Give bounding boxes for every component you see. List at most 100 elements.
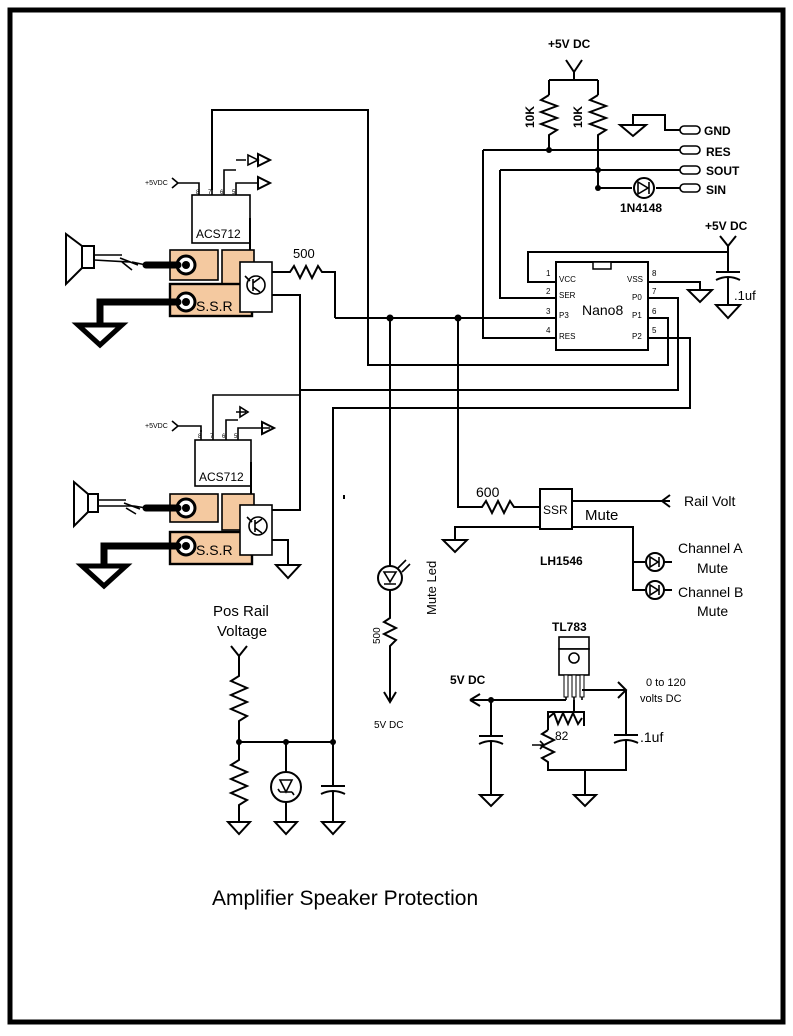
led-circle [377,565,403,591]
mute-led [377,559,411,591]
phototransistor [248,516,268,536]
nano8-pin-num: 5 [652,326,657,335]
supply-top-label: +5V DC [548,37,591,51]
connector-res [679,145,701,155]
junction-dot [236,739,242,745]
acs712-chip [191,194,251,244]
terminal-screw [182,298,190,306]
mute-label: Mute [585,507,618,524]
channel-b-diode [645,580,665,600]
acs-pin-num: 6 [220,190,224,196]
channel-a-diode [645,552,665,572]
acs-pin-num: 7 [208,190,212,196]
nano8-pin-label: VSS [627,275,643,284]
nano8-pin-num: 6 [652,307,657,316]
terminal-screw [182,504,190,512]
regulator-lead [563,674,569,698]
nano8-name: Nano8 [582,302,623,318]
sout-label: SOUT [706,164,740,178]
regulator-lead [579,674,585,698]
tl783-regulator [558,636,590,700]
nano8-pin-label: SER [559,291,576,300]
mute-led-label: Mute Led [424,561,439,615]
capacitor-rail [319,742,347,836]
channel-a-label: Channel A [678,540,743,556]
r500-top-label: 500 [293,246,315,261]
in-voltage-label: volts DC [640,693,682,705]
r500-led-label: 500 [372,627,383,644]
tl783-label: TL783 [552,620,587,634]
acs712-module-2: ACS712 8 7 6 5 +5VDC S.S.R [145,394,300,566]
res-label: RES [706,145,731,159]
lh1546-ssr: SSR [539,488,573,530]
nano8-pin-num: 7 [652,287,657,296]
terminal-screw [182,542,190,550]
speaker-icon [65,232,147,287]
diagram-border [7,7,786,1025]
regulator-hole [568,652,580,664]
channel-a-label: Mute [697,560,728,576]
diode-1n4148 [633,177,655,199]
speaker-icon [73,479,147,529]
nano8-pin-num: 8 [652,269,657,278]
vdc-small-label: +5VDC [145,423,168,430]
acs-pin-num: 5 [234,434,238,440]
nano8-pin-label: VCC [559,275,576,284]
ground-symbol [71,322,129,349]
regulator-tab [558,636,590,650]
nano8-pin-label: P0 [632,293,642,302]
nano8-chip: Nano8 VCC SER P3 RES 1 2 3 4 VSS P0 P1 P… [546,261,657,351]
speaker-magnet [87,493,99,513]
nano8-body [555,261,649,351]
r10k-a-label: 10K [523,106,537,128]
zener-circle [270,771,302,803]
diode-circle [645,552,665,572]
diode-circle [645,580,665,600]
r10k-b-label: 10K [571,106,585,128]
rail-volt-label: Rail Volt [684,493,735,509]
ssr-label: S.S.R [196,542,233,558]
acs712-label: ACS712 [199,470,244,484]
diode-label: 1N4148 [620,201,662,215]
nano8-pin-label: P1 [632,311,642,320]
sin-label: SIN [706,183,726,197]
gnd-label: GND [704,124,731,138]
speaker-magnet [81,245,95,269]
acs712-label: ACS712 [196,227,241,241]
connector-gnd [679,125,701,135]
acs-pin-num: 5 [232,190,236,196]
nano8-pin-label: P2 [632,332,642,341]
vdc-small-label: +5VDC [145,180,168,187]
nano8-pin-num: 4 [546,326,551,335]
connector-sout [679,165,701,175]
gnd-symbol [617,114,680,138]
supply-nano-label: +5V DC [705,219,748,233]
nano8-notch [592,261,612,270]
nano8-pin-num: 1 [546,269,551,278]
acs-pin-num: 8 [196,190,200,196]
terminal-screw [182,261,190,269]
nano8-pin-num: 3 [546,307,551,316]
channel-b-label: Mute [697,603,728,619]
ssr-mute-label: SSR [543,503,568,517]
nano8-pin-num: 2 [546,287,551,296]
ssr-label: S.S.R [196,298,233,314]
regulator-lead [571,674,577,698]
lh1546-label: LH1546 [540,554,583,568]
v5-led-label: 5V DC [374,720,403,731]
channel-b-label: Channel B [678,584,743,600]
supply-top-group: +5V DC 10K 10K [523,37,609,191]
ssr-box [539,488,573,530]
pos-rail-label: Pos Rail [213,603,269,620]
acs-pin-num: 6 [222,434,226,440]
ground-symbol [75,563,133,590]
acs712-module-1: ACS712 8 7 6 5 +5VDC S.S.R [145,152,273,318]
r82-label: 82 [555,729,569,743]
in-voltage-label: 0 to 120 [646,677,686,689]
acs-pin-num: 8 [198,434,202,440]
zener-diode [270,742,302,836]
phototransistor [246,275,266,295]
cap-nano-label: .1uf [734,288,756,303]
